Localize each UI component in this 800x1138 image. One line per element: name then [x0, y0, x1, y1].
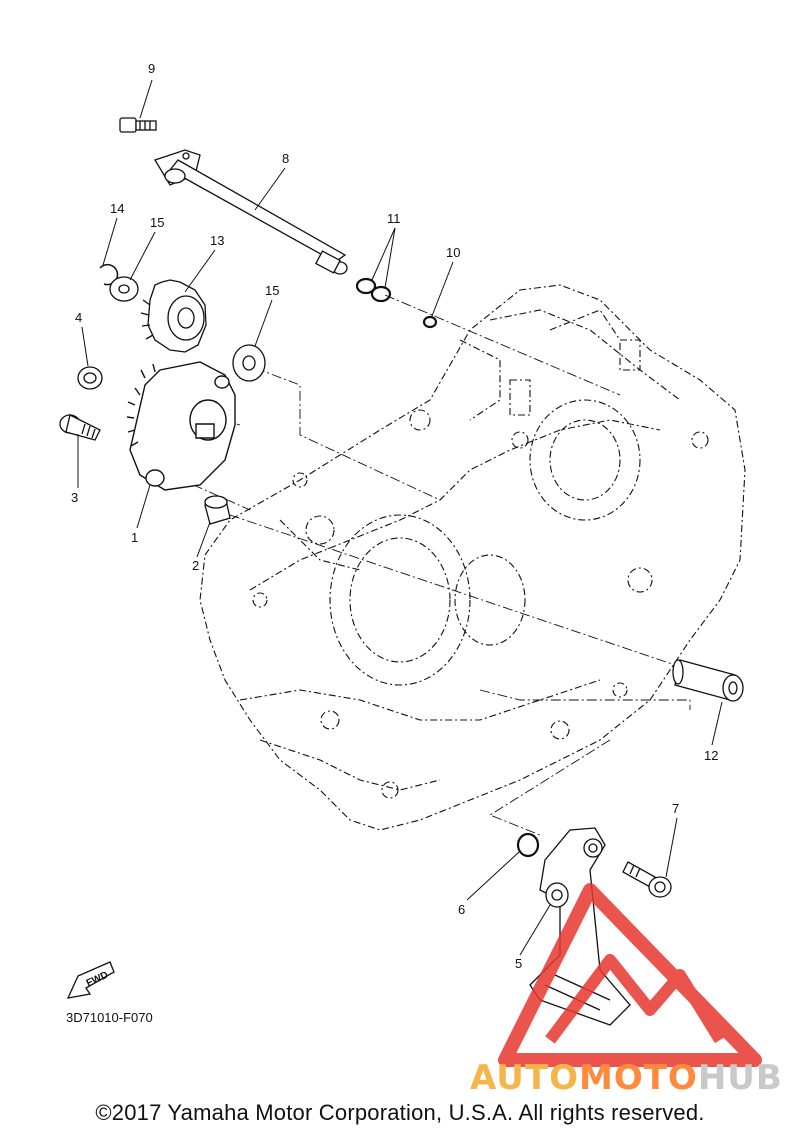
callout-15-upper: 15 [150, 215, 164, 230]
callout-7: 7 [672, 801, 679, 816]
pipe-12 [672, 659, 744, 702]
oil-pump-drive-shaft [154, 149, 348, 275]
crankcase [199, 284, 746, 831]
leader-lines [77, 79, 723, 956]
oil-pump-assembly [126, 361, 236, 491]
callout-4: 4 [75, 310, 82, 325]
copyright-notice: ©2017 Yamaha Motor Corporation, U.S.A. A… [95, 1100, 705, 1125]
brand-part-hub: HUB [697, 1058, 783, 1098]
callout-13: 13 [210, 233, 224, 248]
watermark-logo-icon [498, 883, 762, 1067]
o-ring-6 [516, 832, 540, 858]
callout-12: 12 [704, 748, 718, 763]
alignment-lines [149, 294, 691, 836]
callout-numbers: 9 8 11 10 14 15 13 15 4 3 1 2 12 7 6 5 [71, 61, 718, 971]
bearing-4 [77, 366, 103, 390]
callout-2: 2 [192, 558, 199, 573]
o-ring-10 [422, 315, 438, 329]
dowel-pin-2 [204, 495, 231, 525]
washer-15-lower [232, 344, 266, 382]
callout-1: 1 [131, 530, 138, 545]
fwd-arrow-icon: FWD [66, 961, 115, 999]
bolt-7 [622, 861, 672, 898]
bolt-3 [59, 414, 101, 441]
callout-9: 9 [148, 61, 155, 76]
callout-8: 8 [282, 151, 289, 166]
callout-3: 3 [71, 490, 78, 505]
callout-6: 6 [458, 902, 465, 917]
callout-10: 10 [446, 245, 460, 260]
brand-part-auto: AUTO [470, 1058, 579, 1098]
driven-gear-13 [140, 279, 207, 353]
callout-11: 11 [387, 211, 401, 226]
watermark-brand-text: AUTOMOTOHUB [470, 1058, 783, 1098]
callout-15-lower: 15 [265, 283, 279, 298]
diagram-code: 3D71010-F070 [66, 1010, 153, 1025]
circlip-14 [99, 263, 119, 286]
washer-15-upper [109, 276, 139, 302]
callout-14: 14 [110, 201, 124, 216]
o-rings-11 [355, 277, 392, 303]
callout-5: 5 [515, 956, 522, 971]
brand-part-moto: MOTO [578, 1058, 698, 1098]
bolt-9 [119, 117, 157, 133]
oil-strainer-5 [529, 827, 631, 1026]
